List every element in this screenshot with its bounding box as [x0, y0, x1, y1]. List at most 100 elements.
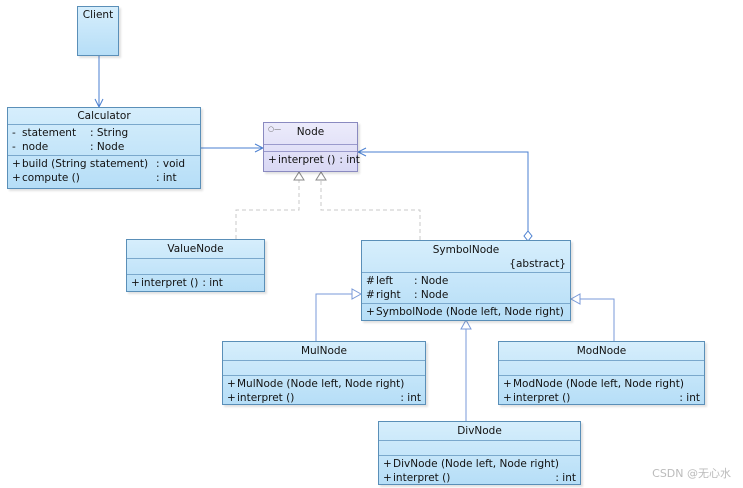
operation-row: + interpret () : int: [268, 153, 360, 167]
visibility-marker: +: [503, 392, 512, 404]
operation-type: : int: [679, 392, 700, 404]
attribute-type: : Node: [414, 275, 449, 287]
class-divnode[interactable]: DivNode + DivNode (Node left, Node right…: [378, 421, 581, 485]
operation-type: : int: [555, 472, 576, 484]
valuenode-realization-triangle: [293, 171, 305, 181]
visibility-marker: -: [12, 127, 16, 139]
class-node[interactable]: ○— Node + interpret () : int: [263, 122, 360, 172]
operation-row: + build (String statement) : void: [12, 157, 196, 171]
attribute-type: : Node: [90, 141, 125, 153]
class-name: Calculator: [8, 108, 200, 125]
modnode-generalization-triangle: [569, 293, 581, 305]
operation-row: + MulNode (Node left, Node right): [227, 377, 421, 391]
visibility-marker: +: [268, 154, 277, 166]
class-symbolnode[interactable]: SymbolNode {abstract} # left : Node # ri…: [361, 240, 571, 321]
operation-row: + interpret () : int: [131, 276, 260, 290]
visibility-marker: +: [383, 472, 392, 484]
visibility-marker: +: [383, 458, 392, 470]
mulnode-generalization-triangle: [351, 288, 363, 300]
class-client[interactable]: Client: [77, 6, 119, 56]
attribute-type: : String: [90, 127, 129, 139]
operation-row: + SymbolNode (Node left, Node right): [366, 305, 566, 319]
operation-name: interpret (): [393, 472, 451, 484]
operation-row: + compute () : int: [12, 171, 196, 185]
class-calculator[interactable]: Calculator - statement : String - node :…: [7, 107, 201, 189]
attributes-section: [264, 145, 357, 152]
operation-row: + interpret () : int: [227, 391, 421, 405]
class-valuenode[interactable]: ValueNode + interpret () : int: [126, 239, 265, 292]
class-mulnode[interactable]: MulNode + MulNode (Node left, Node right…: [222, 341, 426, 405]
operations-section: + build (String statement) : void + comp…: [8, 156, 200, 186]
operation-type: : int: [339, 154, 360, 166]
operations-section: + DivNode (Node left, Node right) + inte…: [379, 456, 580, 486]
attributes-section: [499, 361, 704, 376]
attributes-section: [127, 259, 264, 275]
visibility-marker: +: [503, 378, 512, 390]
attribute-name: right: [376, 289, 401, 301]
class-modnode[interactable]: ModNode + ModNode (Node left, Node right…: [498, 341, 705, 405]
operations-section: + interpret () : int: [264, 152, 360, 168]
attribute-type: : Node: [414, 289, 449, 301]
operations-section: + interpret () : int: [127, 275, 264, 291]
attribute-row: - node : Node: [12, 140, 196, 154]
class-name: SymbolNode: [432, 244, 500, 256]
operations-section: + SymbolNode (Node left, Node right): [362, 304, 570, 320]
visibility-marker: +: [227, 392, 236, 404]
attributes-section: - statement : String - node : Node: [8, 125, 200, 156]
operation-row: + DivNode (Node left, Node right): [383, 457, 576, 471]
class-header: SymbolNode {abstract}: [362, 241, 570, 273]
operation-name: interpret (): [513, 392, 571, 404]
attribute-name: left: [376, 275, 394, 287]
divnode-generalization-triangle: [460, 318, 472, 330]
operation-name: compute (): [22, 172, 80, 184]
class-name: ModNode: [499, 342, 704, 361]
operation-name: SymbolNode (Node left, Node right): [376, 306, 564, 318]
operation-name: interpret (): [237, 392, 295, 404]
operation-name: MulNode (Node left, Node right): [237, 378, 405, 390]
operation-row: + interpret () : int: [383, 471, 576, 485]
operation-type: : int: [400, 392, 421, 404]
operations-section: + MulNode (Node left, Node right) + inte…: [223, 376, 425, 406]
symbolnode-node-aggregation-line: [358, 152, 529, 231]
operation-type: : void: [156, 158, 186, 170]
visibility-marker: #: [366, 275, 375, 287]
abstract-stereotype: {abstract}: [509, 258, 566, 270]
visibility-marker: +: [12, 172, 21, 184]
attributes-section: # left : Node # right : Node: [362, 273, 570, 304]
attributes-section: [223, 361, 425, 376]
attribute-row: # left : Node: [366, 274, 566, 288]
modnode-symbolnode-generalization-line: [580, 298, 615, 341]
operations-section: + ModNode (Node left, Node right) + inte…: [499, 376, 704, 406]
visibility-marker: #: [366, 289, 375, 301]
valuenode-node-realization-line: [235, 180, 300, 239]
visibility-marker: -: [12, 141, 16, 153]
operation-name: interpret (): [278, 154, 336, 166]
operation-name: interpret (): [141, 277, 199, 289]
class-name: ValueNode: [127, 240, 264, 259]
visibility-marker: +: [12, 158, 21, 170]
aggregation-diamond: [523, 230, 533, 242]
class-name: Client: [82, 9, 114, 21]
visibility-marker: +: [131, 277, 140, 289]
symbolnode-node-realization-line: [320, 180, 421, 240]
operation-name: ModNode (Node left, Node right): [513, 378, 684, 390]
attribute-row: - statement : String: [12, 126, 196, 140]
attribute-name: node: [22, 141, 49, 153]
attribute-name: statement: [22, 127, 77, 139]
visibility-marker: +: [366, 306, 375, 318]
attributes-section: [379, 441, 580, 456]
symbolnode-realization-triangle: [315, 171, 327, 181]
visibility-marker: +: [227, 378, 236, 390]
operation-type: : int: [156, 172, 177, 184]
operation-name: build (String statement): [22, 158, 149, 170]
operation-row: + interpret () : int: [503, 391, 700, 405]
operation-type: : int: [202, 277, 223, 289]
mulnode-symbolnode-generalization-line: [315, 293, 352, 341]
class-name: MulNode: [223, 342, 425, 361]
watermark: CSDN @无心水: [652, 467, 731, 480]
attribute-row: # right : Node: [366, 288, 566, 302]
interface-lollipop-icon: ○—: [268, 125, 282, 133]
class-name: Node: [264, 123, 357, 145]
